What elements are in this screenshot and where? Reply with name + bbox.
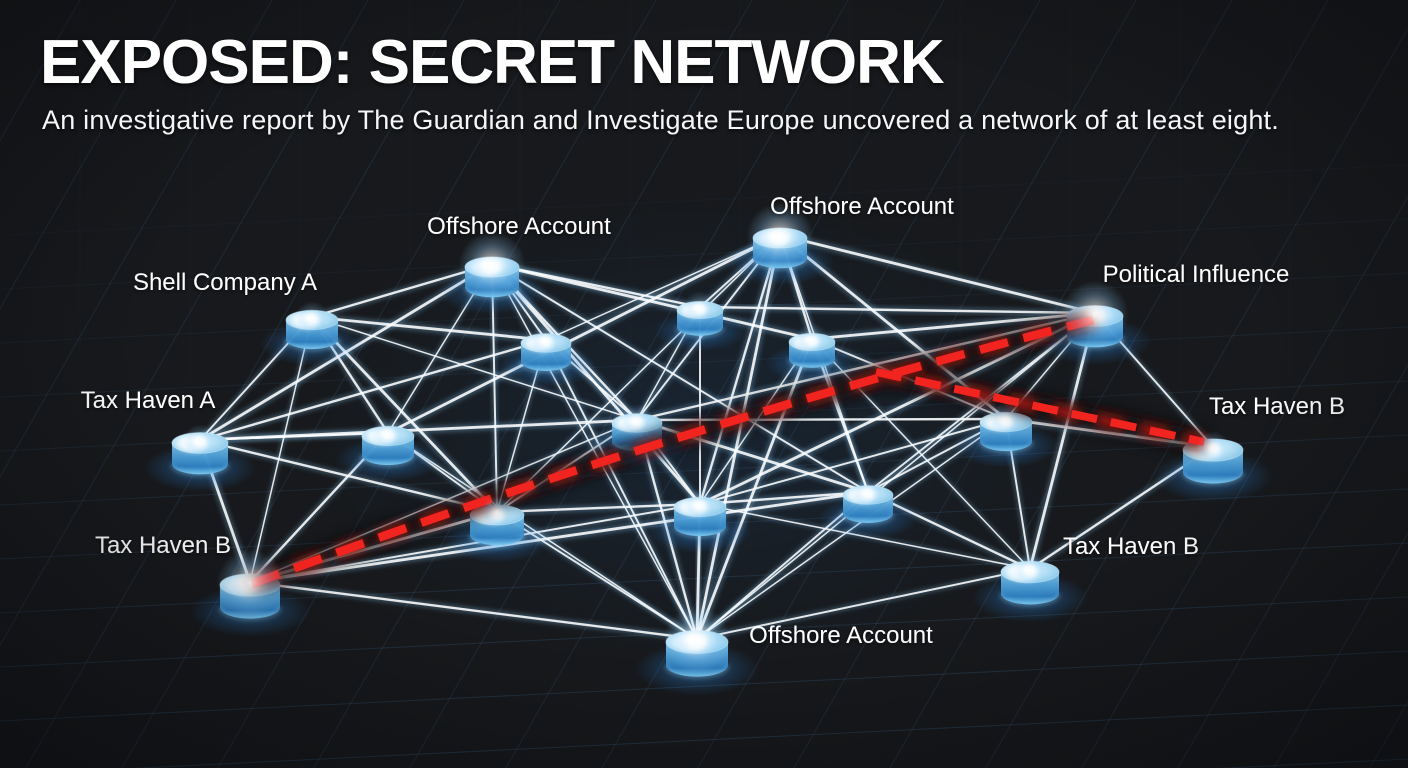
network-diagram: Offshore AccountOffshore AccountShell Co… bbox=[0, 0, 1408, 768]
vignette-overlay bbox=[0, 0, 1408, 768]
infographic-canvas: Offshore AccountOffshore AccountShell Co… bbox=[0, 0, 1408, 768]
